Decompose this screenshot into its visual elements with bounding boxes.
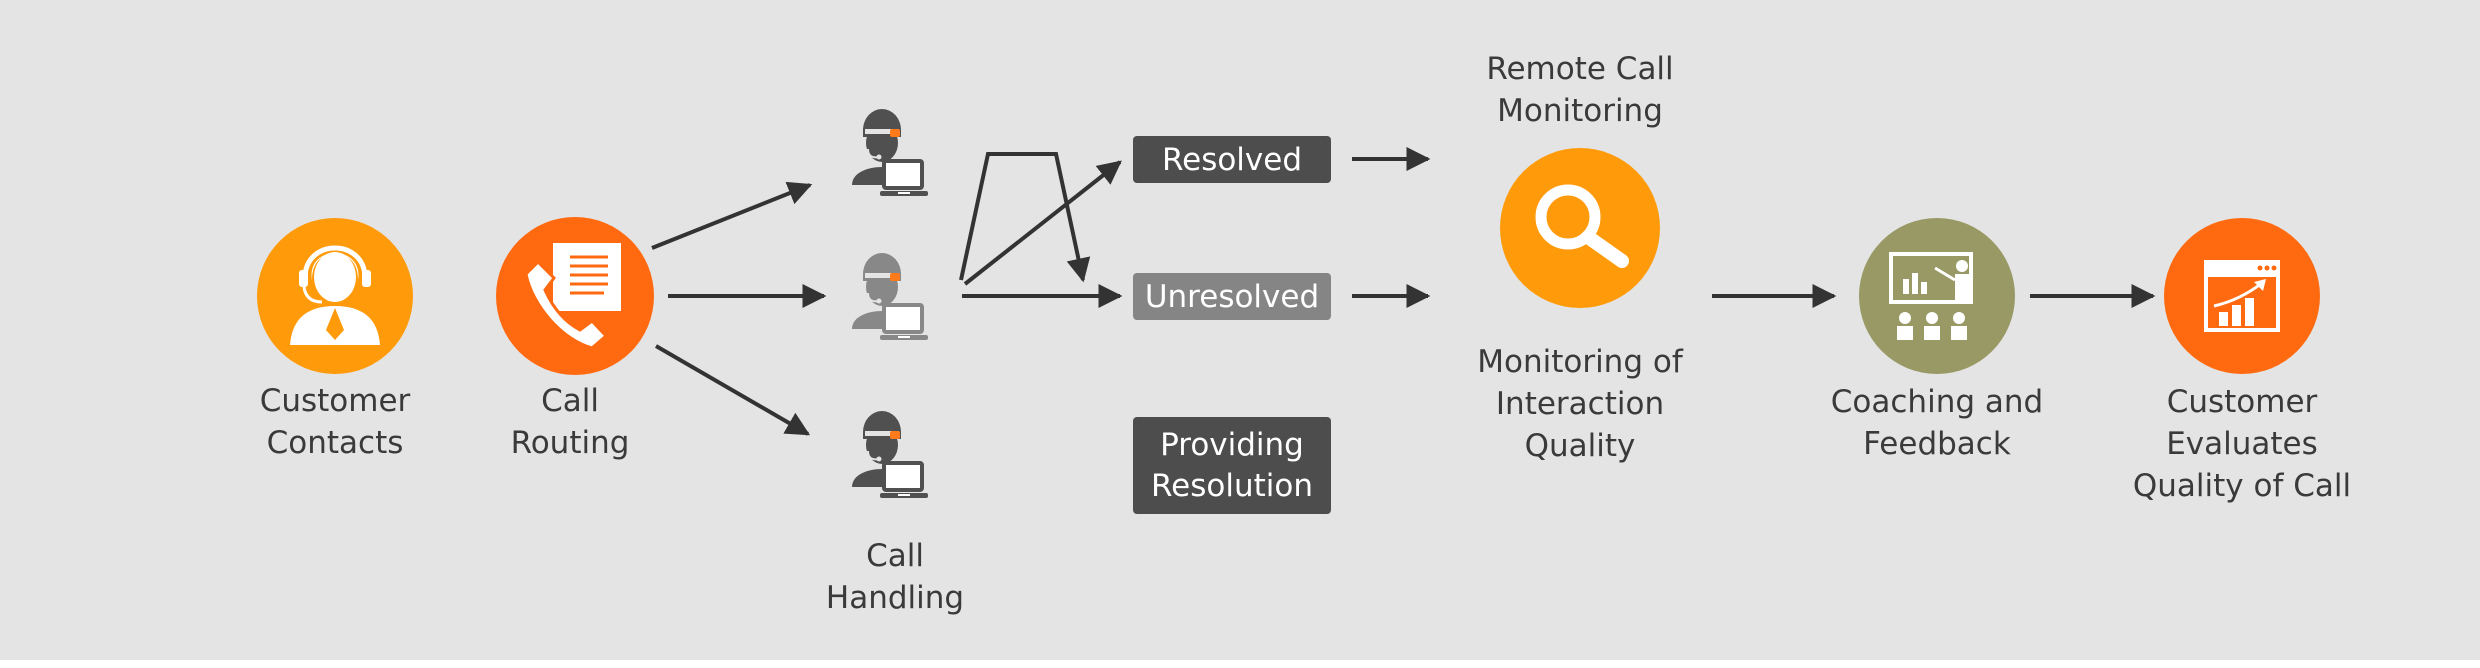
customer-contacts-line2: Contacts	[266, 425, 404, 461]
providing-resolution-line1: Providing	[1160, 426, 1304, 463]
customer-evaluates-label: Customer Evaluates Quality of Call	[2097, 381, 2387, 507]
providing-resolution-line2: Resolution	[1151, 467, 1313, 504]
customer-contacts-line1: Customer	[259, 383, 411, 419]
unresolved-label: Unresolved	[1144, 278, 1320, 315]
unresolved-box: Unresolved	[1133, 273, 1331, 320]
phone-document-icon	[496, 217, 654, 375]
monitoring-quality-line1: Monitoring of	[1477, 344, 1683, 380]
browser-growth-chart-icon	[2164, 218, 2320, 374]
arrow-routing-to-agent-bottom	[654, 344, 811, 436]
remote-call-monitoring-line1: Remote Call	[1486, 51, 1674, 87]
call-routing-line1: Call	[541, 383, 599, 419]
monitoring-quality-label: Monitoring of Interaction Quality	[1440, 341, 1720, 467]
coaching-feedback-line2: Feedback	[1863, 426, 2011, 462]
remote-call-monitoring-label: Remote Call Monitoring	[1440, 48, 1720, 132]
customer-evaluates-line2: Evaluates	[2166, 426, 2318, 462]
resolved-box: Resolved	[1133, 136, 1331, 183]
providing-resolution-box: Providing Resolution	[1133, 417, 1331, 514]
arrow-agent-to-resolved	[963, 160, 1122, 286]
presentation-audience-icon	[1859, 218, 2015, 374]
customer-evaluates-line3: Quality of Call	[2132, 468, 2352, 504]
coaching-feedback-line1: Coaching and	[1830, 384, 2044, 420]
customer-support-headset-icon	[257, 218, 413, 374]
remote-call-monitoring-line2: Monitoring	[1497, 93, 1663, 129]
call-routing-label: Call Routing	[475, 380, 665, 464]
arrow-loop-to-unresolved	[959, 152, 1091, 283]
monitoring-quality-line2: Interaction	[1495, 386, 1665, 422]
magnifying-glass-icon	[1500, 148, 1660, 308]
call-handling-line1: Call	[866, 538, 924, 574]
flow-arrows	[651, 147, 2156, 436]
coaching-feedback-label: Coaching and Feedback	[1812, 381, 2062, 465]
call-routing-line2: Routing	[510, 425, 630, 461]
call-handling-label: Call Handling	[795, 535, 995, 619]
arrow-routing-to-agent-top	[651, 181, 813, 250]
customer-evaluates-line1: Customer	[2166, 384, 2318, 420]
customer-contacts-label: Customer Contacts	[235, 380, 435, 464]
call-handling-line2: Handling	[825, 580, 965, 616]
monitoring-quality-line3: Quality	[1524, 428, 1636, 464]
resolved-label: Resolved	[1161, 141, 1303, 178]
